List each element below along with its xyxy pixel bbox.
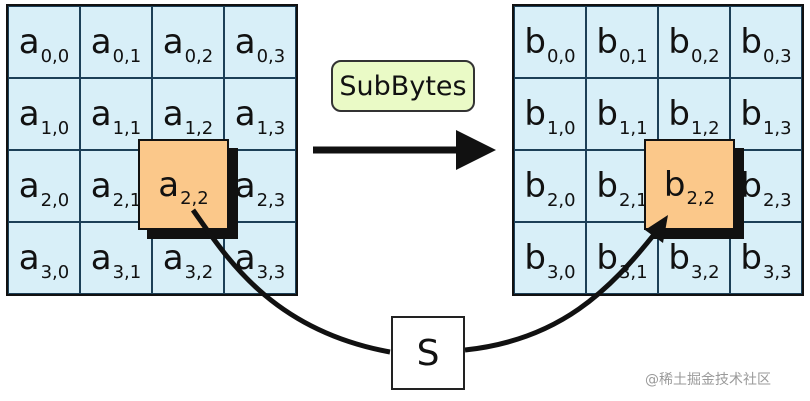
output-cell-index: 0,2 — [690, 45, 720, 67]
output-cell-index: 3,3 — [762, 261, 792, 283]
input-cell-base: a — [162, 238, 184, 278]
output-cell-index: 3,2 — [690, 261, 720, 283]
input-cell-index: 0,3 — [256, 45, 286, 67]
input-cell-base: a — [162, 94, 184, 134]
input-cell-index: 1,1 — [112, 117, 142, 139]
input-cell-base: a — [18, 166, 40, 206]
output-cell-index: 0,1 — [618, 45, 648, 67]
input-cell-index: 1,2 — [184, 117, 214, 139]
output-cell-base: b — [596, 166, 618, 206]
input-cell-index: 1,0 — [40, 117, 70, 139]
output-cell-base: b — [524, 22, 546, 62]
sbox-to-output-arrowhead — [645, 215, 668, 243]
input-cell-index: 2,1 — [112, 189, 142, 211]
input-cell-index: 1,3 — [256, 117, 286, 139]
output-cell-base: b — [596, 22, 618, 62]
input-cell-index: 2,0 — [40, 189, 70, 211]
input-cell-index: 3,1 — [112, 261, 142, 283]
input-cell-base: a — [234, 94, 256, 134]
input-cell-base: a — [90, 22, 112, 62]
input-cell-base: a — [90, 238, 112, 278]
input-cell-index: 3,2 — [184, 261, 214, 283]
input-to-sbox-curve — [190, 208, 391, 355]
output-cell-index: 2,0 — [546, 189, 576, 211]
input-cell-index: 3,0 — [40, 261, 70, 283]
input-cell-base: a — [234, 238, 256, 278]
input-cell-base: a — [234, 22, 256, 62]
input-cell-index: 0,1 — [112, 45, 142, 67]
output-cell-base: b — [668, 22, 690, 62]
output-cell-base: b — [668, 94, 690, 134]
subbytes-label: SubBytes — [331, 60, 475, 112]
output-cell-base: b — [668, 238, 690, 278]
watermark: @稀土掘金技术社区 — [645, 372, 771, 388]
input-cell-base: a — [90, 166, 112, 206]
input-cell-index: 2,3 — [256, 189, 286, 211]
output-cell-base: b — [740, 166, 762, 206]
sbox-to-output-curve — [464, 230, 658, 353]
output-cell-base: b — [740, 94, 762, 134]
output-cell-index: 0,3 — [762, 45, 792, 67]
output-cell-index: 1,2 — [690, 117, 720, 139]
output-cell-base: b — [596, 238, 618, 278]
input-cell-index: 0,2 — [184, 45, 214, 67]
output-cell-index: 1,3 — [762, 117, 792, 139]
sbox: S — [391, 316, 465, 390]
input-cell-base: a — [90, 94, 112, 134]
output-cell-base: b — [524, 166, 546, 206]
input-cell-base: a — [162, 22, 184, 62]
output-cell-base: b — [740, 238, 762, 278]
input-cell-base: a — [18, 22, 40, 62]
output-cell-base: b — [596, 94, 618, 134]
output-cell-index: 2,3 — [762, 189, 792, 211]
output-cell-index: 0,0 — [546, 45, 576, 67]
input-cell-index: 0,0 — [40, 45, 70, 67]
transform-arrow-head — [456, 130, 496, 170]
input-cell-base: a — [18, 238, 40, 278]
output-cell-index: 1,0 — [546, 117, 576, 139]
input-cell-base: a — [18, 94, 40, 134]
output-cell-index: 2,1 — [618, 189, 648, 211]
output-cell-base: b — [740, 22, 762, 62]
output-cell-index: 1,1 — [618, 117, 648, 139]
output-cell-base: b — [524, 238, 546, 278]
input-cell-base: a — [234, 166, 256, 206]
output-cell-base: b — [524, 94, 546, 134]
output-cell-index: 3,0 — [546, 261, 576, 283]
input-cell-index: 3,3 — [256, 261, 286, 283]
